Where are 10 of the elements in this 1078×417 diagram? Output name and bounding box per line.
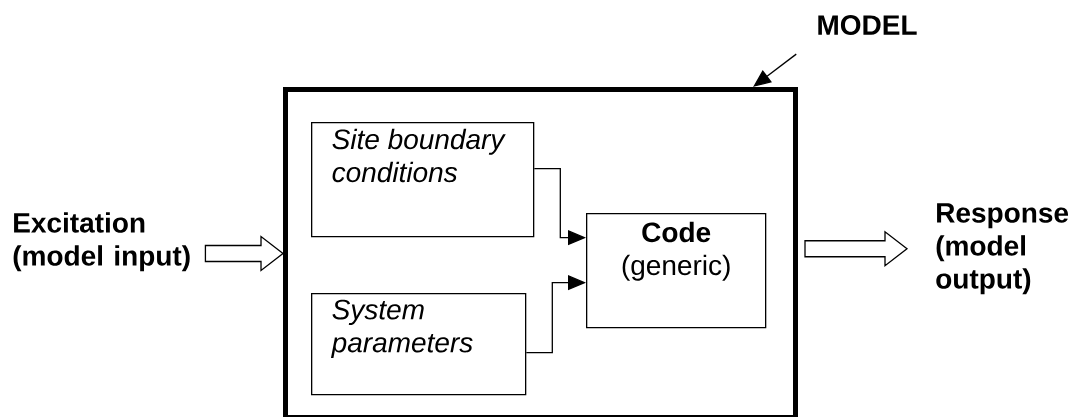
input-label: Excitation (model input) bbox=[13, 212, 190, 272]
code-box: Code (generic) bbox=[586, 213, 767, 329]
input-box: System parameters bbox=[311, 293, 527, 396]
output-label: Response (model output) bbox=[936, 203, 1069, 295]
block-arrow bbox=[804, 230, 909, 268]
model-box bbox=[283, 87, 798, 417]
model-label: MODEL bbox=[818, 15, 917, 35]
leader-arrow bbox=[753, 53, 797, 87]
block-arrow bbox=[204, 235, 285, 272]
input-box: Site boundary conditions bbox=[311, 122, 535, 238]
